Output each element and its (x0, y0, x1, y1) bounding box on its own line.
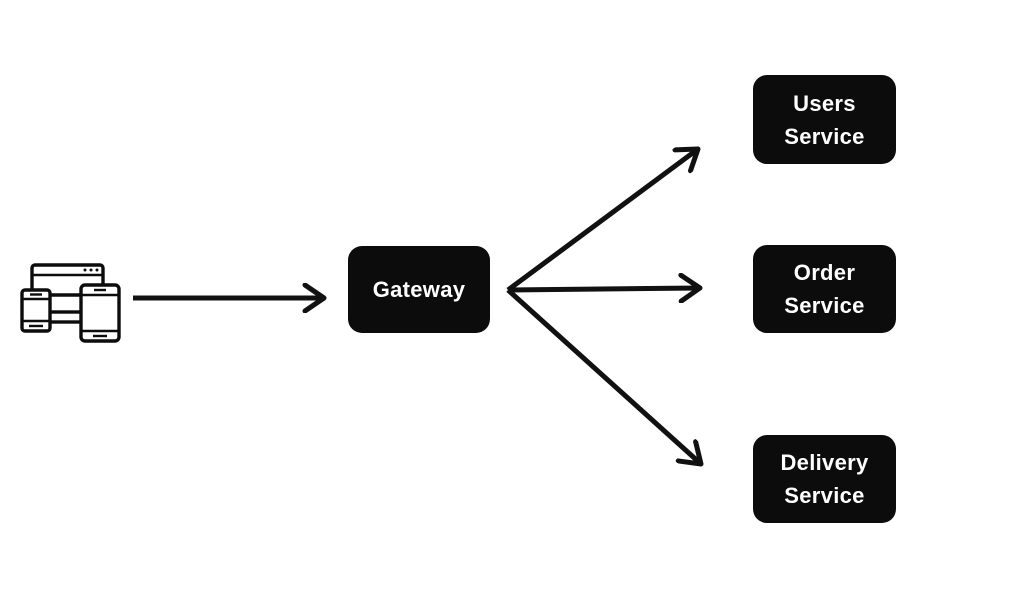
edge-gateway-delivery (506, 288, 701, 464)
users-service-label-line2: Service (784, 123, 865, 149)
node-order-service: Order Service (753, 245, 896, 333)
delivery-service-label-line2: Service (784, 483, 865, 508)
node-users-service: Users Service (753, 75, 896, 164)
gateway-label: Gateway (372, 277, 466, 302)
order-service-label-line2: Service (784, 293, 865, 318)
node-gateway: Gateway (348, 246, 490, 333)
order-service-label-line1: Order (793, 260, 856, 285)
delivery-service-label-line1: Delivery (780, 450, 869, 475)
edge-gateway-users (506, 149, 698, 293)
users-service-label-line1: Users (793, 90, 856, 116)
tablet (79, 283, 121, 343)
edge-gateway-order (507, 288, 700, 290)
node-delivery-service: Delivery Service (753, 435, 896, 523)
devices-icon (20, 263, 121, 343)
